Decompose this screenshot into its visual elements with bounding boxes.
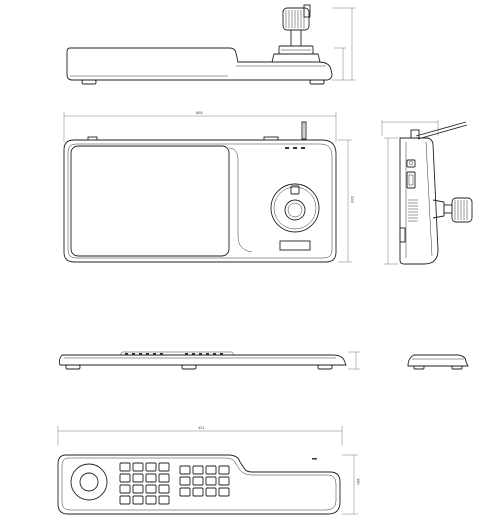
keypad-grid-left [119, 462, 170, 505]
dim-front-height: 336 [350, 196, 355, 203]
dim-bottom-width: 421 [198, 425, 205, 430]
keypad-grid-right [179, 465, 230, 497]
side-elevation-view [66, 4, 356, 85]
dim-front-width: 865 [196, 110, 203, 115]
end-profile-view [407, 354, 469, 370]
bottom-keypad-view: 421 180 [57, 425, 361, 515]
dim-bottom-height: 180 [356, 478, 361, 485]
rear-profile-view [58, 351, 360, 370]
right-side-view [381, 120, 473, 265]
front-view: 865 336 [63, 110, 355, 263]
